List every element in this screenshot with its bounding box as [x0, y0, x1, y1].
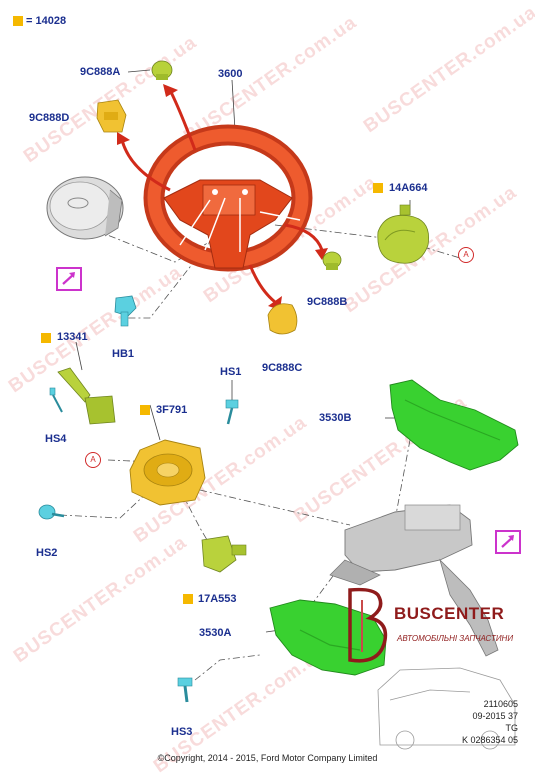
label-3f791: 3F791 [156, 404, 188, 416]
marker-17a553 [183, 594, 193, 604]
screw-hs1 [225, 399, 239, 425]
label-9c888d: 9C888D [29, 112, 70, 124]
drawing-reference: K 0286354 05 [461, 735, 518, 745]
label-14a664: 14A664 [389, 182, 428, 194]
clockspring-3f791 [129, 439, 206, 506]
clockspring-14a664 [377, 204, 429, 264]
switch-9c888b [322, 251, 342, 270]
label-hs1: HS1 [220, 366, 242, 378]
label-17a553: 17A553 [198, 593, 237, 605]
marker-3f791 [140, 405, 150, 415]
drawing-date: 09-2015 37 [472, 711, 518, 721]
steering-column [329, 504, 499, 657]
label-3600: 3600 [218, 68, 243, 80]
reference-circle-a: A [458, 247, 474, 263]
label-hs3: HS3 [171, 726, 193, 738]
switch-9c888c [267, 303, 298, 335]
label-9c888c: 9C888C [262, 362, 303, 374]
removal-arrows [120, 89, 324, 304]
label-3530b: 3530B [319, 412, 352, 424]
marker-13341 [41, 333, 51, 343]
screw-hs2 [38, 504, 65, 520]
switch-9c888d [96, 99, 127, 133]
screw-hs4 [49, 387, 63, 413]
legend-swatch [13, 16, 23, 26]
switch-9c888a [151, 60, 173, 80]
shroud-3530b [389, 379, 519, 471]
reference-arrow-box [56, 267, 82, 291]
steering-wheel [143, 124, 313, 272]
label-13341: 13341 [57, 331, 88, 343]
label-hb1: HB1 [112, 348, 135, 360]
buscenter-logo-mark [348, 587, 388, 663]
van-illustration [377, 667, 516, 750]
bolt-hb1 [114, 295, 137, 327]
label-hs2: HS2 [36, 547, 58, 559]
drawing-code: TG [505, 723, 519, 733]
label-3530a: 3530A [199, 627, 232, 639]
airbag-module [46, 176, 124, 240]
shroud-3530a [269, 599, 387, 676]
arrow-up-right-icon [62, 272, 75, 285]
buscenter-logo-text: BUSCENTER [394, 604, 505, 623]
screw-hs3 [177, 677, 193, 703]
label-hs4: HS4 [45, 433, 67, 445]
buscenter-logo-subtitle: АВТОМОБІЛЬНІ ЗАПЧАСТИНИ [397, 634, 514, 643]
drawing-number: 2110605 [483, 699, 518, 709]
label-9c888a: 9C888A [80, 66, 121, 78]
copyright-notice: ©Copyright, 2014 - 2015, Ford Motor Comp… [157, 753, 378, 763]
reference-arrow-box [495, 530, 521, 554]
label-9c888b: 9C888B [307, 296, 348, 308]
reference-circle-a: A [85, 452, 101, 468]
switch-13341 [57, 367, 116, 425]
legend-label: = 14028 [26, 15, 67, 27]
arrow-up-right-icon [501, 535, 514, 548]
sensor-17a553 [201, 535, 247, 573]
marker-14a664 [373, 183, 383, 193]
